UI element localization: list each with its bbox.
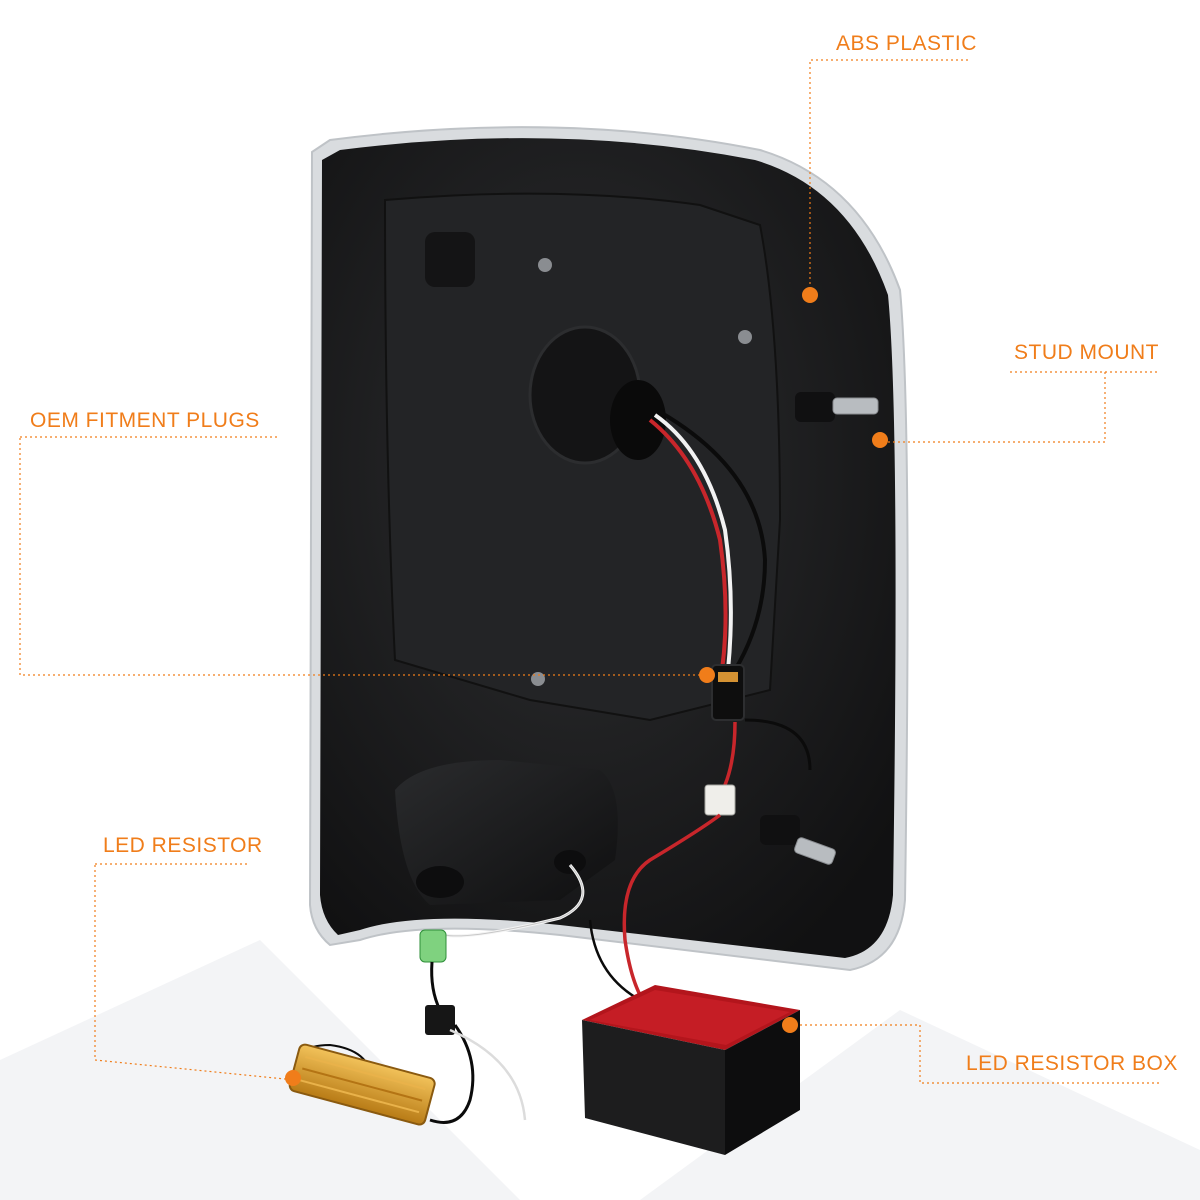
floor-shadow-shape	[0, 940, 520, 1200]
mounting-peg	[425, 232, 475, 287]
wire-white	[653, 413, 733, 671]
oem-plugs-leader	[19, 438, 707, 676]
bulb-socket-opening	[610, 380, 666, 460]
stud-mount-dot	[872, 432, 888, 448]
oem-fitment-plugs-label: OEM FITMENT PLUGS	[30, 409, 260, 432]
wire-red	[648, 418, 728, 671]
led-resistor-box-dot	[782, 1017, 798, 1033]
wire-black	[658, 410, 768, 672]
wire-white	[449, 1028, 527, 1121]
floor-shadow-shape	[640, 1010, 1200, 1200]
callout-lines	[19, 59, 1160, 1084]
led-resistor-box-leader	[790, 1024, 1160, 1084]
led-resistor-body	[288, 1043, 436, 1126]
wire-black	[744, 718, 812, 771]
lower-stud-base	[760, 815, 800, 845]
splice-clip	[425, 1005, 455, 1035]
led-resistor-box-label: LED RESISTOR BOX	[966, 1052, 1178, 1075]
lower-stud-threaded	[794, 837, 836, 865]
wire-black	[429, 1024, 475, 1124]
white-connector	[704, 784, 736, 816]
mounting-screw	[531, 672, 545, 686]
abs-plastic-label: ABS PLASTIC	[836, 32, 977, 55]
abs-plastic-dot	[802, 287, 818, 303]
wire-black	[588, 919, 641, 1002]
mounting-screw	[738, 330, 752, 344]
upper-stud-threaded	[832, 397, 879, 415]
stud-mount-label: STUD MOUNT	[1014, 341, 1159, 364]
led-resistor-leader	[94, 865, 296, 1081]
led-resistor-label: LED RESISTOR	[103, 834, 263, 857]
upper-stud-base	[795, 392, 835, 422]
led-resistor-box	[582, 985, 800, 1155]
led-resistor-dot	[285, 1070, 301, 1086]
wire-white-outline	[444, 864, 584, 937]
stud-mount-leader	[880, 372, 1106, 443]
oem-plugs-dot	[699, 667, 715, 683]
mounting-screw	[538, 258, 552, 272]
oem-plug-latch	[718, 672, 738, 682]
lower-socket	[416, 866, 464, 898]
wire-red	[723, 721, 737, 786]
lower-socket	[554, 850, 586, 874]
green-connector	[419, 929, 447, 963]
wire-red	[622, 813, 722, 996]
